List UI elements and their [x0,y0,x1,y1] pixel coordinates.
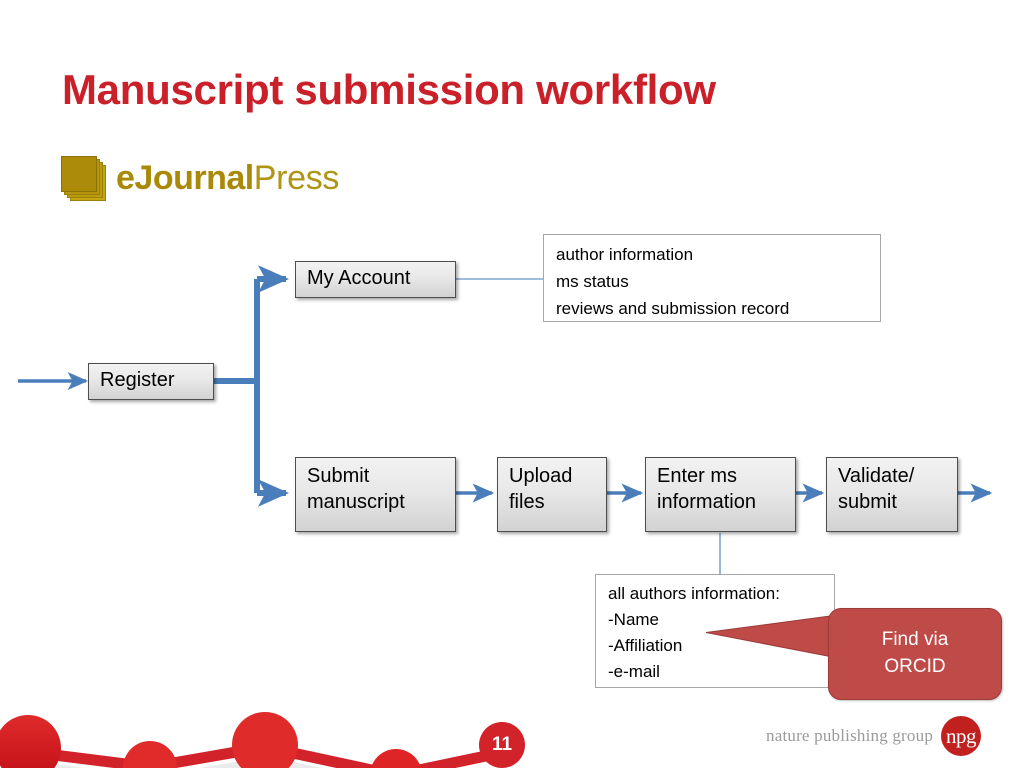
npg-mark-icon: npg [941,716,982,756]
node-network-decoration [0,712,511,768]
note-account-details: author information ms status reviews and… [543,234,881,322]
ejournalpress-logo: eJournalPress [60,152,339,204]
flow-box-enter-ms-information[interactable]: Enter ms information [645,457,796,532]
flow-box-upload-files[interactable]: Upload files [497,457,607,532]
page-title: Manuscript submission workflow [62,66,716,113]
nature-publishing-group-logo: nature publishing group npg [766,716,982,756]
stacked-pages-icon [60,153,114,203]
flow-box-my-account[interactable]: My Account [295,261,456,298]
logo-word-press: Press [253,159,340,197]
logo-word-ejournal: eJournal [116,159,254,197]
flow-box-validate-submit[interactable]: Validate/ submit [826,457,958,532]
ejournalpress-logo-text: eJournalPress [116,161,339,195]
note-authors-information: all authors information: -Name -Affiliat… [595,574,835,688]
arrow-register-branch [214,265,290,507]
flow-box-submit-manuscript[interactable]: Submit manuscript [295,457,456,532]
flow-box-register[interactable]: Register [88,363,214,400]
slide-number-badge: 11 [479,722,525,768]
publisher-name: nature publishing group [766,726,934,745]
callout-find-via-orcid[interactable]: Find via ORCID [828,608,1002,700]
